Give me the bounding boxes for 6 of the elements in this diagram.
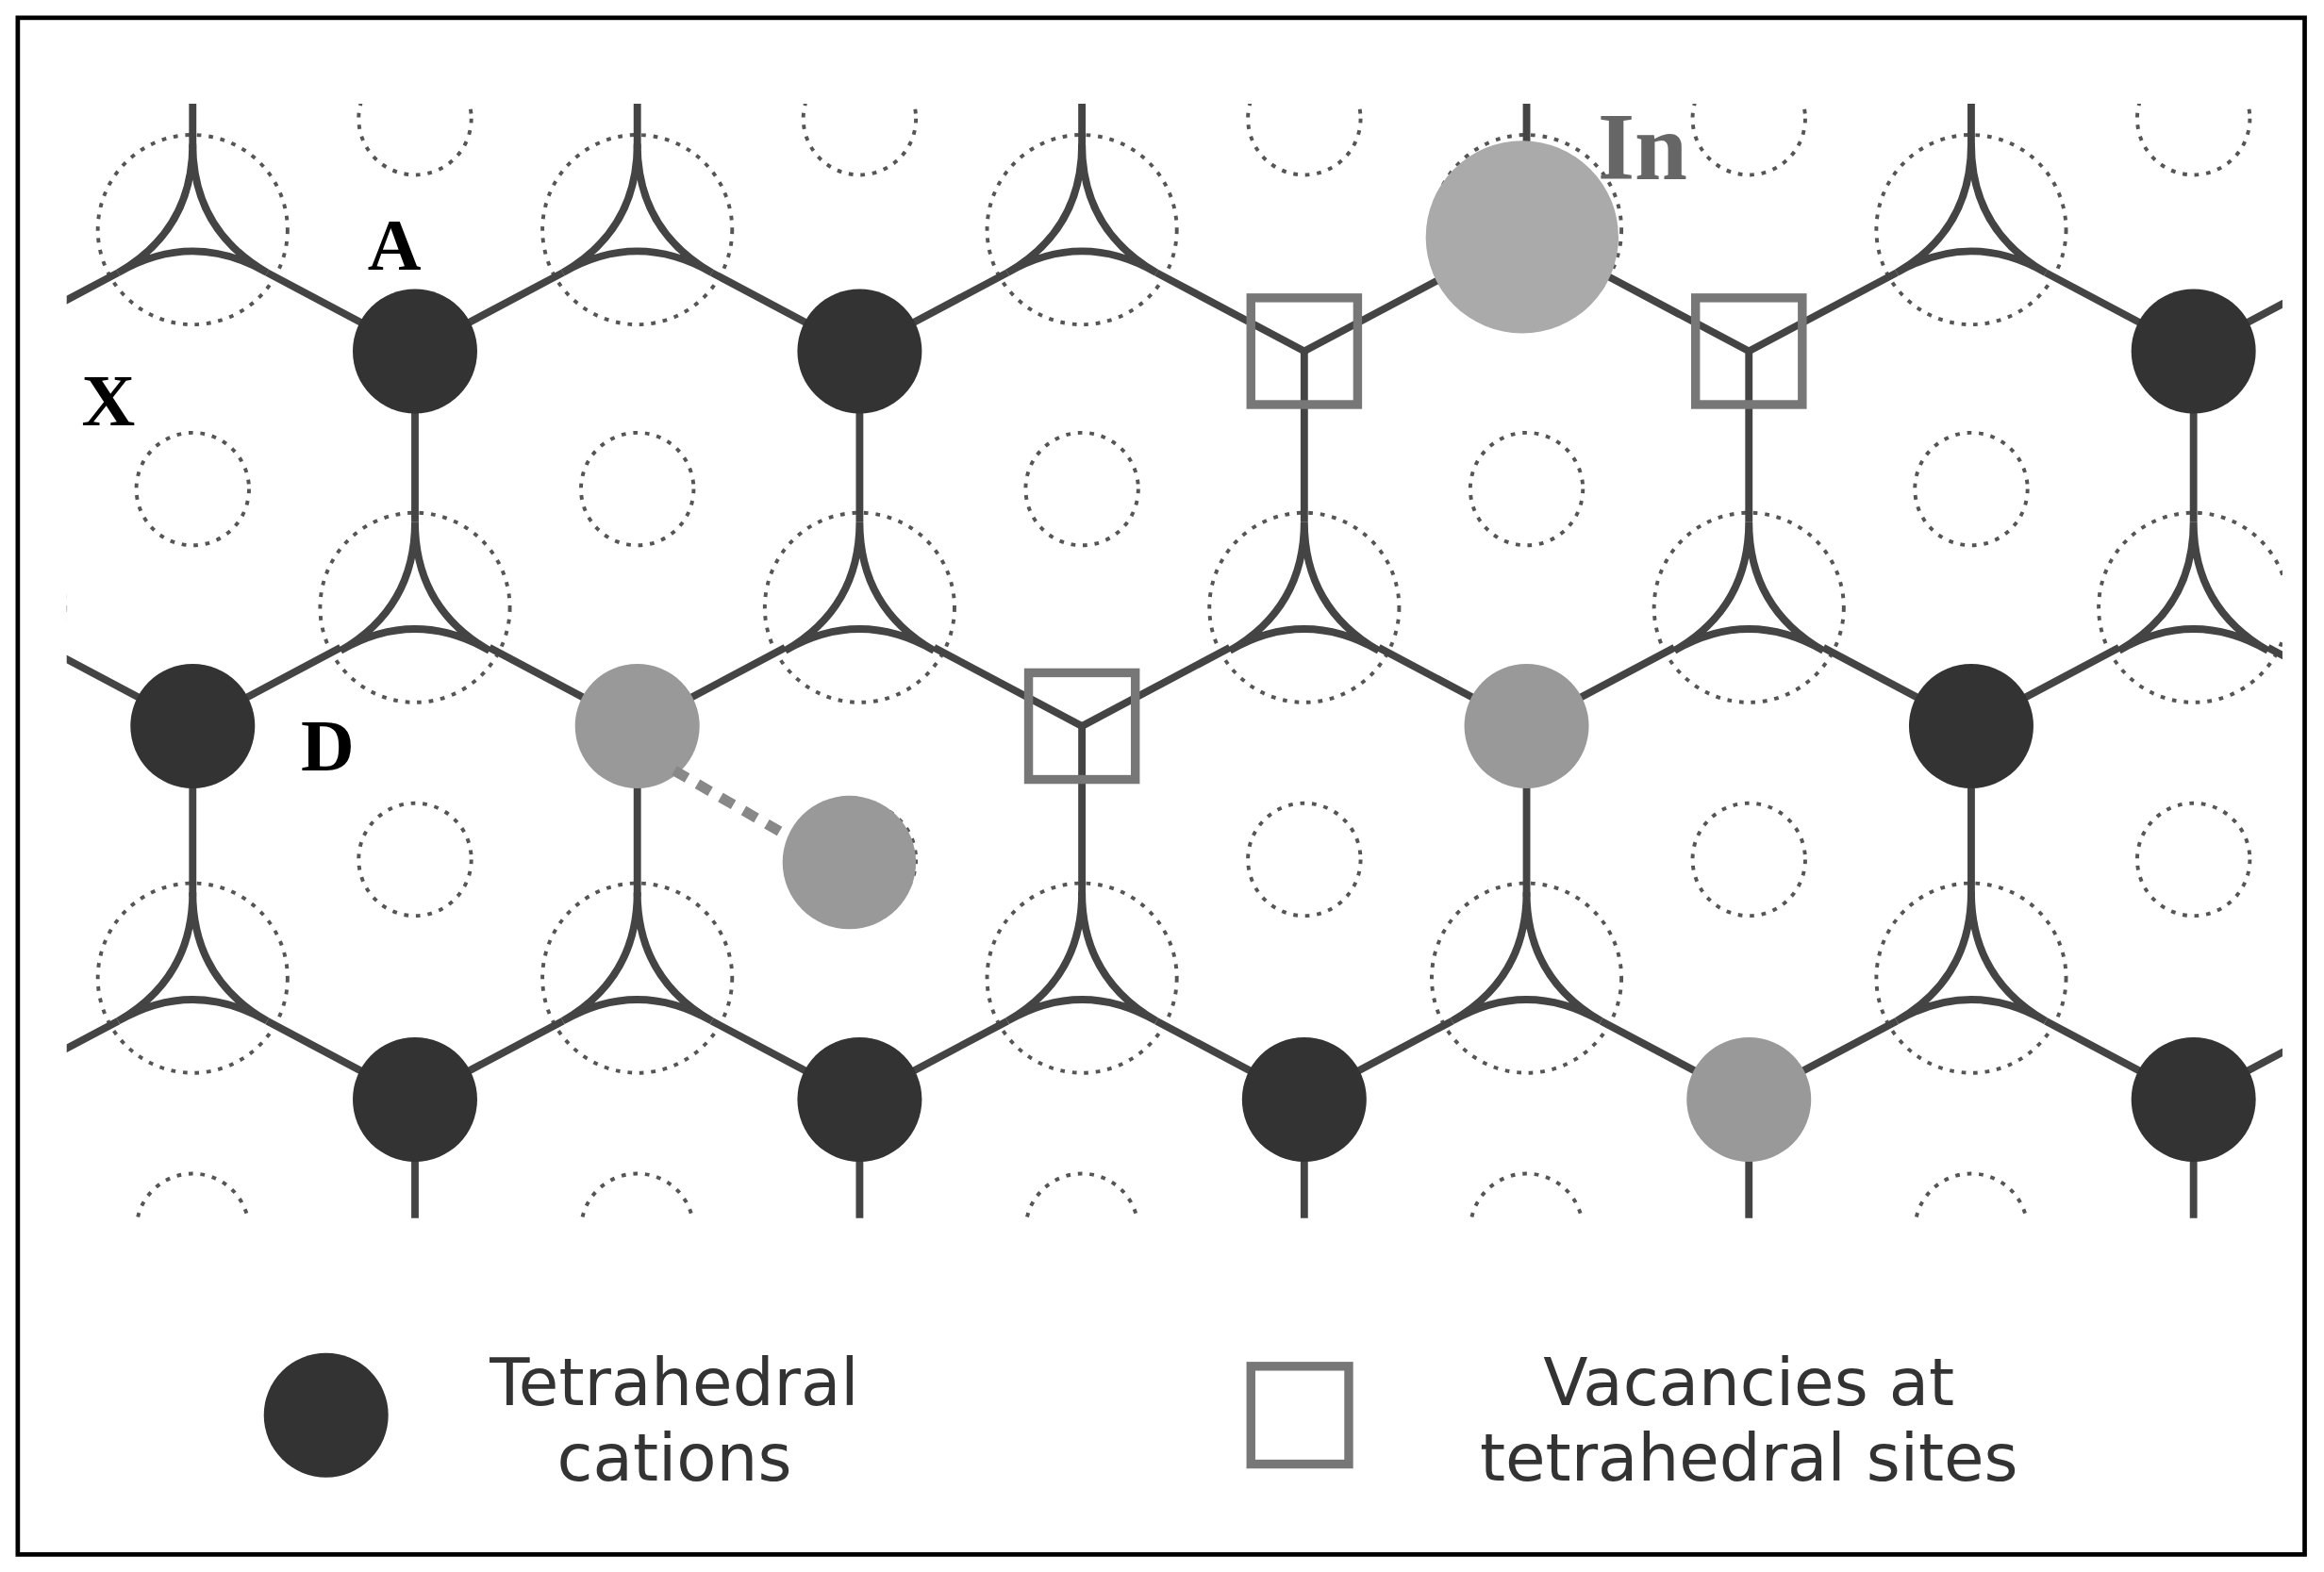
site-label: A xyxy=(367,207,422,282)
site-label: In xyxy=(1597,100,1688,196)
legend-text: Tetrahedral cations xyxy=(489,1345,860,1496)
site-label: X xyxy=(81,363,136,438)
site-label: D xyxy=(301,708,355,783)
legend-text: Vacancies at tetrahedral sites xyxy=(1478,1345,2019,1496)
